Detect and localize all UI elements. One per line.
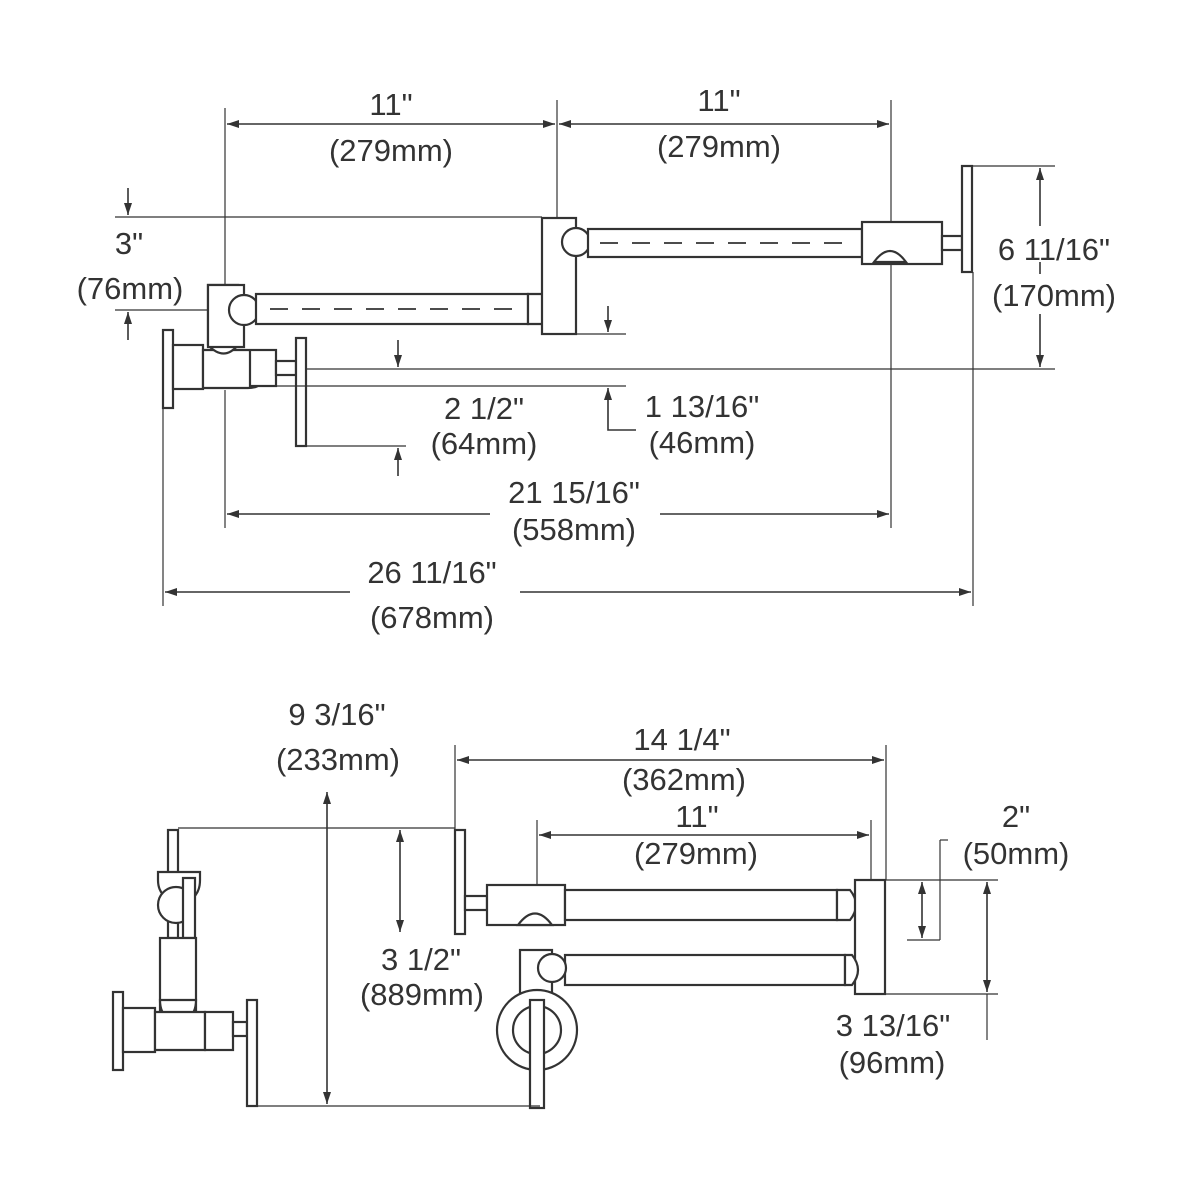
label-handle-drop-in: 2 1/2": [444, 391, 524, 426]
label-handle-height-in: 3 1/2": [381, 942, 461, 977]
label-handle-drop-mm: (64mm): [431, 426, 538, 461]
label-arm-in: 11": [675, 799, 718, 834]
top-view: 11" (279mm) 11" (279mm) 3" (76mm) 6 11/1…: [77, 83, 1128, 635]
front-view: 9 3/16" (233mm) 14 1/4" (362mm) 11" (279…: [111, 697, 1070, 1110]
label-arm-left-in: 11": [369, 87, 412, 122]
label-height-right-mm: (170mm): [992, 278, 1116, 313]
label-height-right-in: 6 11/16": [998, 232, 1110, 267]
label-spout-offset-mm: (46mm): [649, 425, 756, 460]
label-spout-reach-in: 14 1/4": [633, 722, 730, 757]
label-joint-height-mm: (50mm): [963, 836, 1070, 871]
label-handle-height-mm: (889mm): [360, 977, 484, 1012]
label-joint-height-in: 2": [1002, 799, 1030, 834]
label-arm-spacing-mm: (96mm): [839, 1045, 946, 1080]
front-dimension-lines: [323, 756, 991, 1104]
front-faucet-outline: [111, 828, 887, 1110]
label-arm-spacing-in: 3 13/16": [836, 1008, 950, 1043]
label-arm-mm: (279mm): [634, 836, 758, 871]
label-arm-right-in: 11": [697, 83, 740, 118]
label-spout-offset-in: 1 13/16": [645, 389, 759, 424]
label-reach-in: 21 15/16": [508, 475, 640, 510]
label-arm-right-mm: (279mm): [657, 129, 781, 164]
label-overall-width-in: 26 11/16": [367, 555, 496, 590]
dim-spout-leader: [604, 388, 636, 431]
top-extension-lines: [115, 100, 1055, 606]
label-spout-reach-mm: (362mm): [622, 762, 746, 797]
label-offset-left-in: 3": [115, 226, 143, 261]
label-reach-mm: (558mm): [512, 512, 636, 547]
label-wall-to-handle-mm: (233mm): [276, 742, 400, 777]
top-faucet-outline: [161, 164, 974, 448]
label-arm-left-mm: (279mm): [329, 133, 453, 168]
label-overall-width-mm: (678mm): [370, 600, 494, 635]
label-offset-left-mm: (76mm): [77, 271, 184, 306]
front-extension-lines: [178, 745, 998, 1107]
label-wall-to-handle-in: 9 3/16": [288, 697, 385, 732]
